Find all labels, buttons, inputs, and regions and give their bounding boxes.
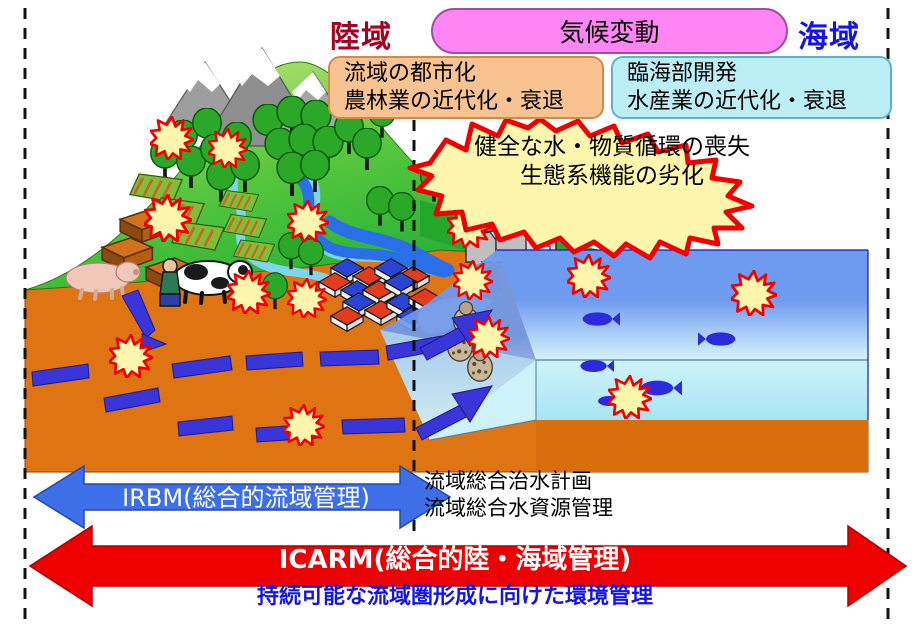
irbm-note: 流域総合治水計画 流域総合水資源管理 <box>424 468 613 522</box>
callout-starburst <box>407 116 755 261</box>
irbm-note-line-2: 流域総合水資源管理 <box>424 495 613 520</box>
land-pressure-line-1: 流域の都市化 <box>344 61 477 87</box>
irbm-arrow <box>32 464 452 530</box>
icarm-arrow <box>28 524 908 608</box>
irbm-note-line-1: 流域総合治水計画 <box>424 469 592 493</box>
land-pressures-box: 流域の都市化 農林業の近代化・衰退 <box>328 56 604 119</box>
callout-line-1: 健全な水・物質循環の喪失 <box>474 134 750 160</box>
sea-pressures-text: 臨海部開発 水産業の近代化・衰退 <box>613 60 890 115</box>
callout-line-2: 生態系機能の劣化 <box>520 163 704 190</box>
icarm-subtitle: 持続可能な流域圏形成に向けた環境管理 <box>256 584 653 609</box>
degradation-callout-text: 健全な水・物質循環の喪失 生態系機能の劣化 <box>424 133 800 192</box>
sea-pressure-line-2: 水産業の近代化・衰退 <box>627 88 848 114</box>
irbm-arrow-label: IRBM(総合的流域管理) <box>122 484 370 512</box>
sea-region-label: 海域 <box>798 20 860 55</box>
land-region-label: 陸域 <box>330 20 392 55</box>
sea-pressure-line-1: 臨海部開発 <box>627 61 738 87</box>
icarm-arrow-label: ICARM(総合的陸・海域管理) <box>278 545 632 575</box>
degradation-callout: 健全な水・物質循環の喪失 生態系機能の劣化 <box>424 119 800 207</box>
land-pressures-text: 流域の都市化 農林業の近代化・衰退 <box>330 60 602 115</box>
sea-pressures-box: 臨海部開発 水産業の近代化・衰退 <box>611 56 892 119</box>
land-pressure-line-2: 農林業の近代化・衰退 <box>344 88 565 114</box>
climate-change-label: 気候変動 <box>559 18 660 47</box>
climate-change-pill: 気候変動 <box>431 8 788 54</box>
pig <box>65 261 141 301</box>
